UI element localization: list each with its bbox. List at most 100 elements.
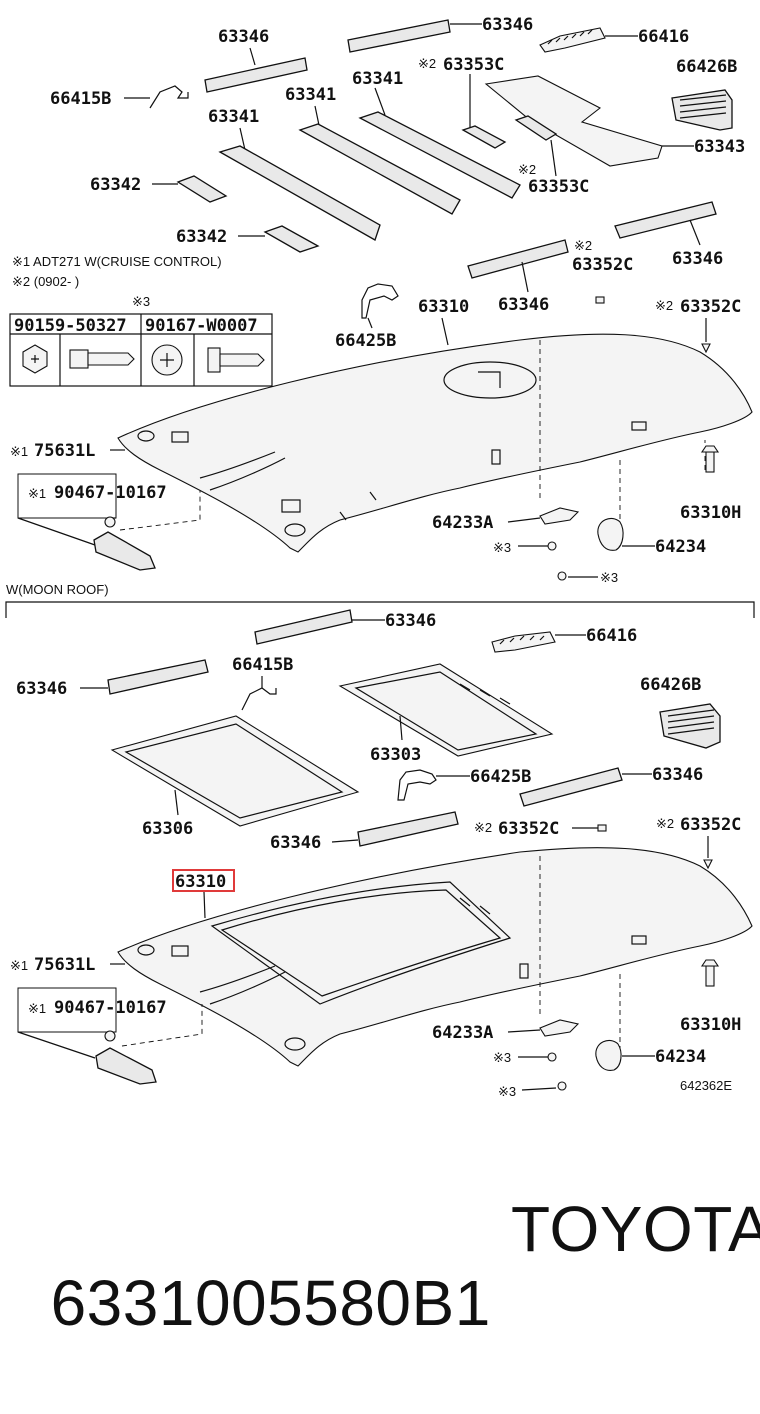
label-63353C-a: 63353C <box>443 55 504 75</box>
fastener-90159-50327: 90159-50327 <box>14 316 127 336</box>
screw-top-a <box>547 541 557 551</box>
note-2: ※2 (0902- ) <box>12 274 79 289</box>
note-3: ※3 <box>132 294 150 309</box>
pad-63353C-a <box>461 125 507 149</box>
label-66415B-top: 66415B <box>50 89 111 109</box>
cover-75631L-bottom <box>95 1030 157 1085</box>
part-number: 6331005580B1 <box>50 1267 491 1339</box>
pad-63346-bottom-top <box>254 609 353 645</box>
screw-top-b <box>557 571 567 581</box>
clip-63352C-d <box>703 859 713 870</box>
label-90467-top: 90467-10167 <box>54 483 167 503</box>
shade-63306 <box>110 715 360 827</box>
bolt-icon <box>69 349 135 369</box>
mark-63352C-d: ※2 <box>656 816 674 831</box>
label-64234-top: 64234 <box>655 537 706 557</box>
label-64233A-bottom: 64233A <box>432 1023 493 1043</box>
label-66415B-bottom: 66415B <box>232 655 293 675</box>
fastener-table: 90159-50327 90167-W0007 <box>9 313 273 387</box>
label-63341-c: 63341 <box>208 107 259 127</box>
screw-63310H-bottom <box>700 959 720 987</box>
label-63310H-top: 63310H <box>680 503 741 523</box>
brand-name: TOYOTA <box>511 1193 760 1265</box>
fastener-90167-W0007: 90167-W0007 <box>145 316 258 336</box>
mark-63352C-c: ※2 <box>474 820 492 835</box>
pad-63353C-b <box>514 115 558 141</box>
cover-64234-bottom <box>595 1039 622 1071</box>
headliner-63310-bottom <box>117 847 753 1067</box>
label-63306: 63306 <box>142 819 193 839</box>
label-63353C-b: 63353C <box>528 177 589 197</box>
section-moonroof-title: W(MOON ROOF) <box>6 582 109 597</box>
label-66425B-bottom: 66425B <box>470 767 531 787</box>
label-63342-b: 63342 <box>176 227 227 247</box>
clip-fastener-icon <box>207 347 265 373</box>
label-63346-top-right: 63346 <box>482 15 533 35</box>
screw-head-icon <box>151 344 183 376</box>
mark-75631L-bottom: ※1 <box>10 958 28 973</box>
mark-screw-bottom-a: ※3 <box>493 1050 511 1065</box>
mark-63353C-a: ※2 <box>418 56 436 71</box>
parts-diagram: 63346 63346 66416 66415B 63341 63341 633… <box>5 15 755 1099</box>
label-66426B-bottom: 66426B <box>640 675 701 695</box>
bracket-66426B-top <box>671 89 733 131</box>
label-66426B-top: 66426B <box>676 57 737 77</box>
label-63346-bottom-c: 63346 <box>652 765 703 785</box>
label-63310-bottom: 63310 <box>175 872 226 892</box>
mark-75631L-top: ※1 <box>10 444 28 459</box>
holder-64233A-bottom <box>539 1019 580 1037</box>
diagram-code: 642362E <box>680 1078 732 1093</box>
label-63352C-c: 63352C <box>498 819 559 839</box>
pad-63346-center <box>467 239 569 279</box>
holder-64233A-top <box>539 507 580 525</box>
hex-nut-icon <box>22 344 48 374</box>
cover-64234-top <box>597 517 624 551</box>
label-63352C-a: 63352C <box>572 255 633 275</box>
pad-63346-bottom-left <box>107 659 209 695</box>
bracket-66426B-bottom <box>659 703 721 749</box>
label-63343: 63343 <box>694 137 745 157</box>
label-63346-bottom-a: 63346 <box>385 611 436 631</box>
footer: 6331005580B1 TOYOTA <box>14 1192 760 1339</box>
clip-66415B-bottom <box>241 687 277 711</box>
label-63346-bottom-d: 63346 <box>270 833 321 853</box>
label-63346-right: 63346 <box>672 249 723 269</box>
label-63346-bottom-b: 63346 <box>16 679 67 699</box>
mark-90467-bottom: ※1 <box>28 1001 46 1016</box>
label-66425B-top: 66425B <box>335 331 396 351</box>
clip-66416-bottom <box>491 631 556 653</box>
label-64233A-top: 64233A <box>432 513 493 533</box>
clip-66416 <box>539 27 606 53</box>
pad-63346-top <box>347 19 451 53</box>
label-66416-top: 66416 <box>638 27 689 47</box>
mark-screw-top-b: ※3 <box>600 570 618 585</box>
label-63341-a: 63341 <box>352 69 403 89</box>
label-63352C-d: 63352C <box>680 815 741 835</box>
strip-63341-3 <box>358 111 521 199</box>
label-64234-bottom: 64234 <box>655 1047 706 1067</box>
label-75631L-bottom: 75631L <box>34 955 95 975</box>
clip-63352C-b <box>701 343 711 354</box>
pad-63346-bottom-center <box>357 811 459 847</box>
headliner-63310-top <box>117 333 753 553</box>
label-63341-b: 63341 <box>285 85 336 105</box>
mark-63353C-b: ※2 <box>518 162 536 177</box>
strip-63341-1 <box>218 145 381 241</box>
clip-63352C-c <box>597 824 607 832</box>
label-63310H-bottom: 63310H <box>680 1015 741 1035</box>
mark-screw-bottom-b: ※3 <box>498 1084 516 1099</box>
strip-63341-2 <box>298 123 461 215</box>
mark-screw-top-a: ※3 <box>493 540 511 555</box>
clip-63352C-a <box>595 296 605 304</box>
pad-63346-right <box>614 201 717 239</box>
pad-63346-bottom-right <box>519 767 623 807</box>
screw-bottom-b <box>557 1081 567 1091</box>
mark-63352C-a: ※2 <box>574 238 592 253</box>
pad-63346-left <box>204 57 308 93</box>
screw-bottom-a <box>547 1052 557 1062</box>
label-63310-top: 63310 <box>418 297 469 317</box>
label-63303: 63303 <box>370 745 421 765</box>
pad-63342-a <box>176 175 228 203</box>
screw-63310H-top <box>700 445 720 473</box>
mark-90467-top: ※1 <box>28 486 46 501</box>
